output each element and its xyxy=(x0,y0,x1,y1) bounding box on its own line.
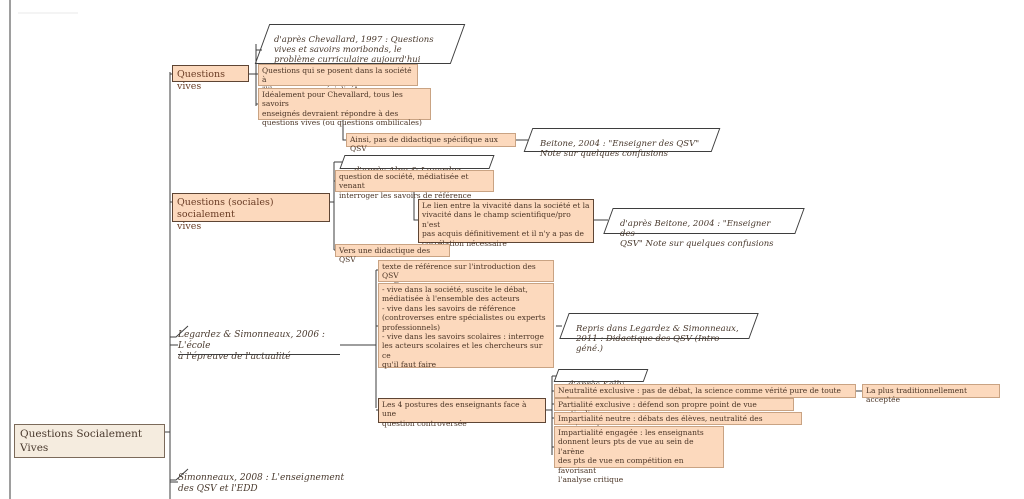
node-qsv-vers-didactique[interactable]: Vers une didactique des QSV xyxy=(335,244,450,264)
note-alpe-legardez[interactable]: d'après Alpe & Legardez, 2001 : xyxy=(342,155,492,186)
note-chevallard[interactable]: d'après Chevallard, 1997 : Questions viv… xyxy=(262,24,458,65)
node-questions-vives[interactable]: Questions vives xyxy=(172,65,249,92)
node-neutralite-exclusive[interactable]: Neutralité exclusive : pas de débat, la … xyxy=(554,384,856,404)
note-legardez-2011-text: Repris dans Legardez & Simonneaux, 2011 … xyxy=(576,324,739,354)
node-partialite-exclusive[interactable]: Partialité exclusive : défend son propre… xyxy=(554,398,794,418)
simonneaux-slant xyxy=(170,468,189,481)
node-legardez-2006[interactable]: Legardez & Simonneaux, 2006 : L'école à … xyxy=(178,330,325,362)
note-beitone-qsv[interactable]: d'après Beitone, 2004 : "Enseigner des Q… xyxy=(608,208,800,249)
faint-top-mark xyxy=(18,12,78,14)
node-qsv[interactable]: Questions (sociales) socialement vives xyxy=(172,193,330,232)
node-qsv-lien-vivacite[interactable]: Le lien entre la vivacité dans la sociét… xyxy=(418,199,594,248)
underline-legardez xyxy=(178,354,340,355)
note-beitone-qv[interactable]: Beitone, 2004 : "Enseigner des QSV" Note… xyxy=(528,128,716,159)
node-qv-homme-non-specialise[interactable]: Questions qui se posent dans la société … xyxy=(258,64,418,94)
note-legardez-2011[interactable]: Repris dans Legardez & Simonneaux, 2011 … xyxy=(564,313,754,354)
node-4-postures[interactable]: Les 4 postures des enseignants face à un… xyxy=(378,398,546,428)
node-impartialite-engagee[interactable]: Impartialité engagée : les enseignants d… xyxy=(554,426,724,484)
node-plus-traditionnelle[interactable]: La plus traditionnellement acceptée xyxy=(862,384,1000,404)
node-qsv-question-societe[interactable]: question de société, médiatisée et venan… xyxy=(335,170,494,200)
root-node[interactable]: Questions Socialement Vives xyxy=(14,424,165,458)
note-kelly[interactable]: d'après Kelly xyxy=(556,369,646,390)
node-legardez-vivacites[interactable]: - vive dans la société, suscite le débat… xyxy=(378,283,554,369)
note-chevallard-text: d'après Chevallard, 1997 : Questions viv… xyxy=(274,35,434,65)
node-simonneaux-2008[interactable]: Simonneaux, 2008 : L'enseignement des QS… xyxy=(178,473,345,494)
node-impartialite-neutre[interactable]: Impartialité neutre : débats des élèves,… xyxy=(554,412,802,432)
note-beitone-qsv-text: d'après Beitone, 2004 : "Enseigner des Q… xyxy=(620,219,774,249)
node-qv-chevallard-ideal[interactable]: Idéalement pour Chevallard, tous les sav… xyxy=(258,88,431,127)
legardez-slant xyxy=(170,325,189,338)
note-beitone-qv-text: Beitone, 2004 : "Enseigner des QSV" Note… xyxy=(540,139,700,159)
node-qv-pas-didactique[interactable]: Ainsi, pas de didactique spécifique aux … xyxy=(346,133,516,153)
node-legardez-texte-reference[interactable]: texte de référence sur l'introduction de… xyxy=(378,260,554,290)
